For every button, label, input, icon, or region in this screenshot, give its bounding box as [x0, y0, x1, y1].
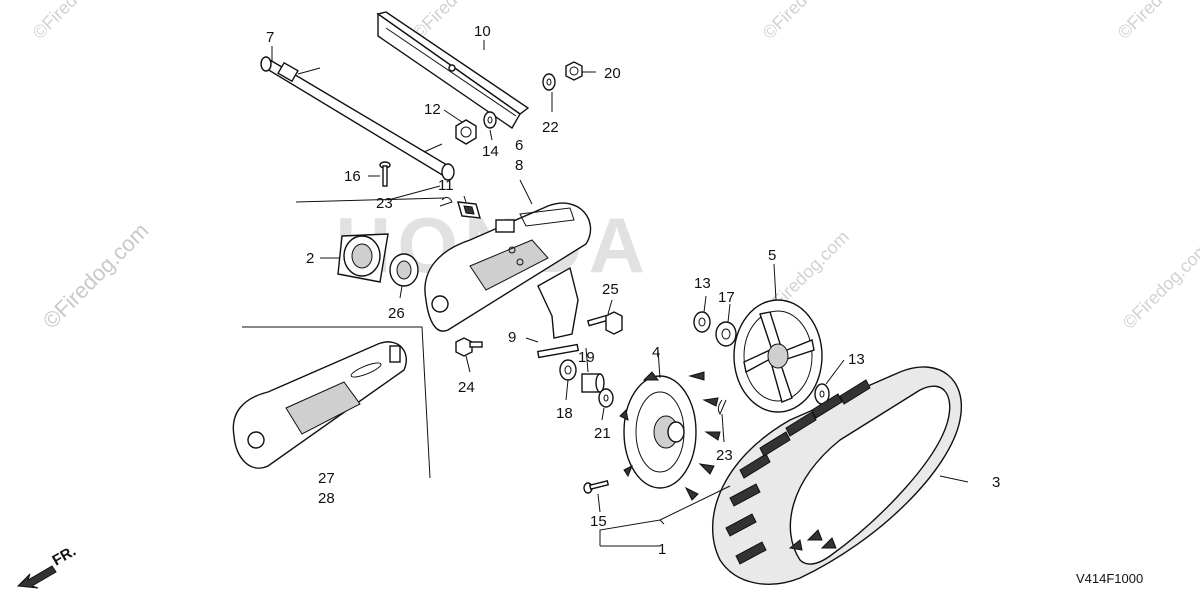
- front-direction-label: FR.: [50, 543, 79, 570]
- callout-14: 14: [482, 143, 499, 160]
- callout-23-upper: 23: [376, 195, 393, 212]
- rail-guide: [376, 11, 530, 130]
- watermark-top-right: ©Firedog.com: [759, 0, 853, 43]
- callout-13-lower: 13: [848, 351, 865, 368]
- idler-wheel: [733, 299, 823, 413]
- bolt-25: [586, 311, 623, 335]
- callout-11: 11: [438, 177, 454, 194]
- callout-18: 18: [556, 405, 573, 422]
- bolt-24: [455, 337, 483, 357]
- callout-16: 16: [344, 168, 361, 185]
- watermark-right-middle: ©Firedog.com: [1119, 239, 1200, 333]
- collar-19: [581, 373, 605, 393]
- callout-22: 22: [542, 119, 559, 136]
- clip-pin-23-upper: [439, 196, 453, 207]
- nut-12: [455, 119, 477, 145]
- watermark-top-left: ©Firedog.com: [29, 0, 123, 43]
- callout-20: 20: [604, 65, 621, 82]
- bearing-17: [715, 321, 737, 347]
- front-direction-arrow: FR.: [16, 543, 79, 589]
- washer-22: [542, 73, 556, 91]
- spacer-18: [559, 359, 577, 381]
- callout-25: 25: [602, 281, 619, 298]
- group-brackets: [387, 179, 731, 547]
- callout-19: 19: [578, 349, 595, 366]
- callout-9: 9: [508, 329, 516, 346]
- washer-14: [483, 111, 497, 129]
- track-lugs: [725, 379, 871, 565]
- callout-23-lower: 23: [716, 447, 733, 464]
- callout-3: 3: [992, 474, 1000, 491]
- callout-4: 4: [652, 344, 660, 361]
- callout-7: 7: [266, 29, 274, 46]
- chain-case-right: [424, 202, 592, 332]
- callout-6: 6: [515, 137, 523, 154]
- washer-21: [598, 388, 614, 408]
- washer-13-upper: [693, 311, 711, 333]
- drive-shaft: [260, 56, 455, 181]
- watermark-far-right: ©Firedog.com: [1114, 0, 1200, 43]
- callout-8: 8: [515, 157, 523, 174]
- watermark-left: ©Firedog.com: [38, 218, 154, 334]
- washer-13-lower: [814, 383, 830, 405]
- bearing-26: [389, 253, 419, 287]
- callout-1: 1: [658, 541, 666, 558]
- bolt-16: [379, 161, 391, 187]
- callout-27: 27: [318, 470, 335, 487]
- callout-21: 21: [594, 425, 611, 442]
- bracket-11: [457, 201, 481, 219]
- callout-13-upper: 13: [694, 275, 711, 292]
- callout-2: 2: [306, 250, 314, 267]
- crawler-track: [712, 366, 963, 585]
- callout-12: 12: [424, 101, 441, 118]
- chain-case-left: [232, 326, 431, 479]
- bracket-9: [536, 266, 580, 359]
- bearing-housing-2: [337, 233, 389, 283]
- callout-17: 17: [718, 289, 735, 306]
- callout-26: 26: [388, 305, 405, 322]
- callout-15: 15: [590, 513, 607, 530]
- clip-pin-23-lower: [717, 399, 727, 416]
- callout-24: 24: [458, 379, 475, 396]
- callout-labels: 1 2 3 4 5 6 7 8 9 10 11 12 13 13 14 15 1…: [266, 23, 1000, 558]
- flange-nut-20: [565, 61, 583, 81]
- figure-code: V414F1000: [1076, 571, 1143, 586]
- leader-lines: [271, 40, 969, 513]
- bolt-15: [583, 480, 610, 494]
- drive-sprocket: [619, 371, 721, 501]
- callout-10: 10: [474, 23, 491, 40]
- callout-5: 5: [768, 247, 776, 264]
- callout-28: 28: [318, 490, 335, 507]
